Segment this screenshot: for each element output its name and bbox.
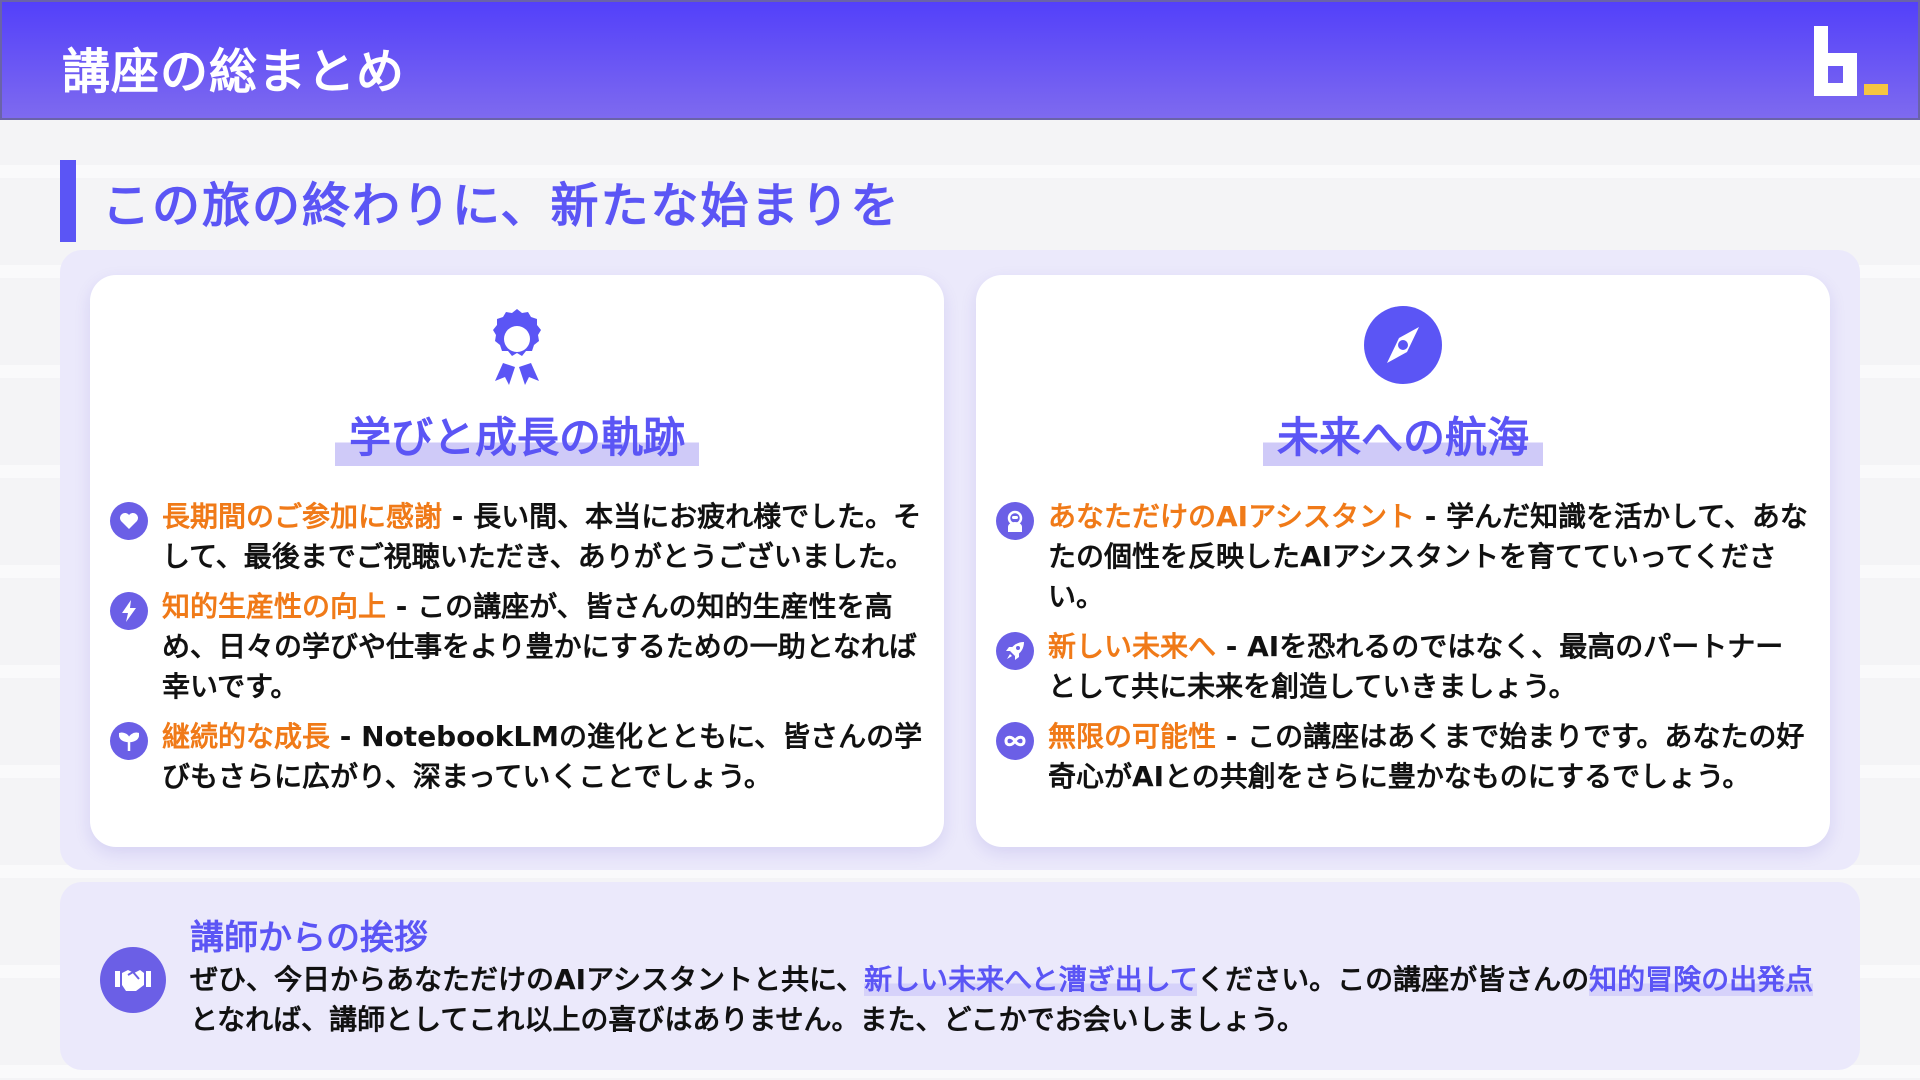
greeting-highlight: 知的冒険の出発点 xyxy=(1589,963,1814,996)
seedling-icon xyxy=(110,722,148,760)
list-item: 無限の可能性 - この講座はあくまで始まりです。あなたの好奇心がAIとの共創をさ… xyxy=(996,717,1810,797)
item-list: 長期間のご参加に感謝 - 長い間、本当にお疲れ様でした。そして、最後までご視聴い… xyxy=(110,497,924,807)
item-key: 知的生産性の向上 xyxy=(162,590,387,623)
greeting-highlight: 新しい未来へと漕ぎ出して xyxy=(864,963,1198,996)
item-description: - 長い間、本当にお疲れ様でした。そして、最後までご視聴いただき、ありがとうござ… xyxy=(162,500,922,573)
greeting-text: ください。この講座が皆さんの xyxy=(1197,963,1590,996)
item-description: - この講座はあくまで始まりです。あなたの好奇心がAIとの共創をさらに豊かなもの… xyxy=(1048,720,1805,793)
card-future-voyage: 未来への航海 あなただけのAIアシスタント - 学んだ知識を活かして、あなたの個… xyxy=(976,275,1830,847)
instructor-greeting: 講師からの挨拶 ぜひ、今日からあなただけのAIアシスタントと共に、新しい未来へと… xyxy=(60,882,1860,1070)
list-item: あなただけのAIアシスタント - 学んだ知識を活かして、あなたの個性を反映したA… xyxy=(996,497,1810,617)
handshake-icon xyxy=(100,947,166,1013)
award-ribbon-icon xyxy=(493,309,541,385)
astronaut-icon xyxy=(996,502,1034,540)
item-description: - NotebookLMの進化とともに、皆さんの学びもさらに広がり、深まっていく… xyxy=(162,720,923,793)
compass-icon xyxy=(1364,306,1442,384)
brand-logo-icon xyxy=(1814,26,1888,96)
item-key: 無限の可能性 xyxy=(1048,720,1217,753)
section-title: この旅の終わりに、新たな始まりを xyxy=(102,178,901,234)
section-accent-bar xyxy=(60,160,76,242)
greeting-title: 講師からの挨拶 xyxy=(190,918,428,958)
greeting-text: ぜひ、今日からあなただけのAIアシスタントと共に、 xyxy=(190,963,865,996)
list-item: 長期間のご参加に感謝 - 長い間、本当にお疲れ様でした。そして、最後までご視聴い… xyxy=(110,497,924,577)
item-description: - 学んだ知識を活かして、あなたの個性を反映したAIアシスタントを育てていってく… xyxy=(1048,500,1808,613)
card-learning-growth: 学びと成長の軌跡 長期間のご参加に感謝 - 長い間、本当にお疲れ様でした。そして… xyxy=(90,275,944,847)
rocket-icon xyxy=(996,632,1034,670)
list-item: 知的生産性の向上 - この講座が、皆さんの知的生産性を高め、日々の学びや仕事をよ… xyxy=(110,587,924,707)
greeting-text: となれば、講師としてこれ以上の喜びはありません。また、どこかでお会いしましょう。 xyxy=(190,1003,1305,1036)
item-description: - この講座が、皆さんの知的生産性を高め、日々の学びや仕事をより豊かにするための… xyxy=(162,590,917,703)
list-item: 新しい未来へ - AIを恐れるのではなく、最高のパートナーとして共に未来を創造し… xyxy=(996,627,1810,707)
slide-title: 講座の総まとめ xyxy=(62,44,406,100)
heart-icon xyxy=(110,502,148,540)
slide-header: 講座の総まとめ xyxy=(0,0,1920,120)
item-key: 新しい未来へ xyxy=(1048,630,1217,663)
section-heading: この旅の終わりに、新たな始まりを xyxy=(60,160,901,242)
item-key: 長期間のご参加に感謝 xyxy=(162,500,443,533)
greeting-body: ぜひ、今日からあなただけのAIアシスタントと共に、新しい未来へと漕ぎ出してくださ… xyxy=(190,960,1830,1040)
infinity-icon xyxy=(996,722,1034,760)
lightning-icon xyxy=(110,592,148,630)
item-key: 継続的な成長 xyxy=(162,720,331,753)
list-item: 継続的な成長 - NotebookLMの進化とともに、皆さんの学びもさらに広がり… xyxy=(110,717,924,797)
item-list: あなただけのAIアシスタント - 学んだ知識を活かして、あなたの個性を反映したA… xyxy=(996,497,1810,807)
item-description: - AIを恐れるのではなく、最高のパートナーとして共に未来を創造していきましょう… xyxy=(1048,630,1784,703)
card-heading: 学びと成長の軌跡 xyxy=(334,410,699,466)
item-key: あなただけのAIアシスタント xyxy=(1048,500,1415,533)
card-heading: 未来への航海 xyxy=(1262,410,1543,466)
